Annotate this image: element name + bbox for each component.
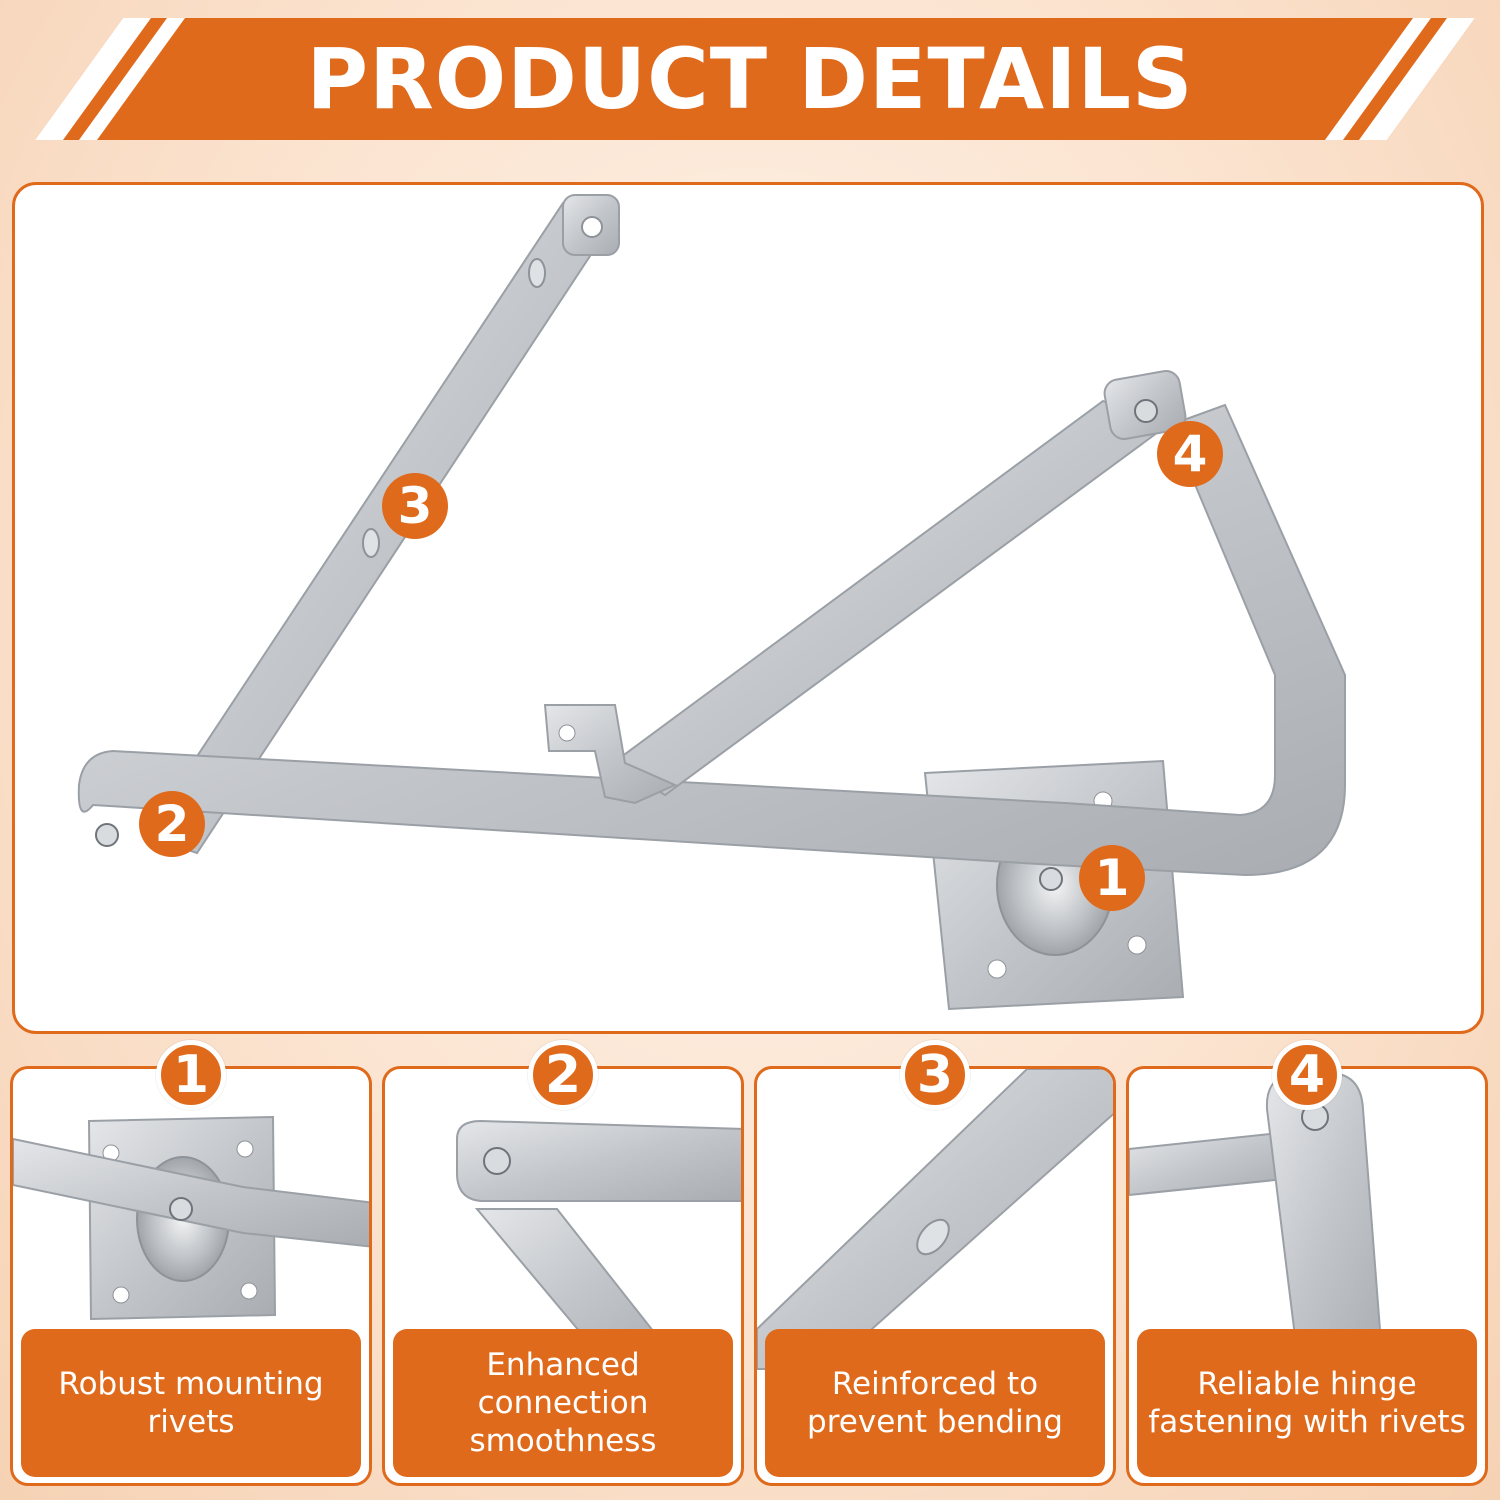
banner-stripes-left-icon [35,18,185,140]
detail-caption-4: Reliable hinge fastening with rivets [1137,1329,1477,1477]
detail-caption-1: Robust mounting rivets [21,1329,361,1477]
main-badge-4: 4 [1157,421,1223,487]
detail-card-2: Enhanced connection smoothness [382,1066,744,1486]
main-badge-3: 3 [382,473,448,539]
detail-badge-1: 1 [156,1040,226,1110]
detail-badge-2: 2 [528,1040,598,1110]
lift-hinge-illustration [77,194,1346,1011]
detail-caption-2: Enhanced connection smoothness [393,1329,733,1477]
mounting-rivet-closeup [13,1115,369,1321]
detail-card-3: Reinforced to prevent bending [754,1066,1116,1486]
detail-caption-3: Reinforced to prevent bending [765,1329,1105,1477]
detail-card-1: Robust mounting rivets [10,1066,372,1486]
page-title: PRODUCT DETAILS [306,30,1194,128]
detail-badge-3: 3 [900,1040,970,1110]
detail-badge-4: 4 [1272,1040,1342,1110]
product-image-panel: 3 2 4 1 [12,182,1484,1034]
main-badge-2: 2 [139,791,205,857]
banner-stripes-right-icon [1325,18,1475,140]
detail-card-4: Reliable hinge fastening with rivets [1126,1066,1488,1486]
hinge-rivet-closeup [1129,1072,1385,1370]
header-banner [35,18,1475,140]
main-badge-1: 1 [1079,845,1145,911]
